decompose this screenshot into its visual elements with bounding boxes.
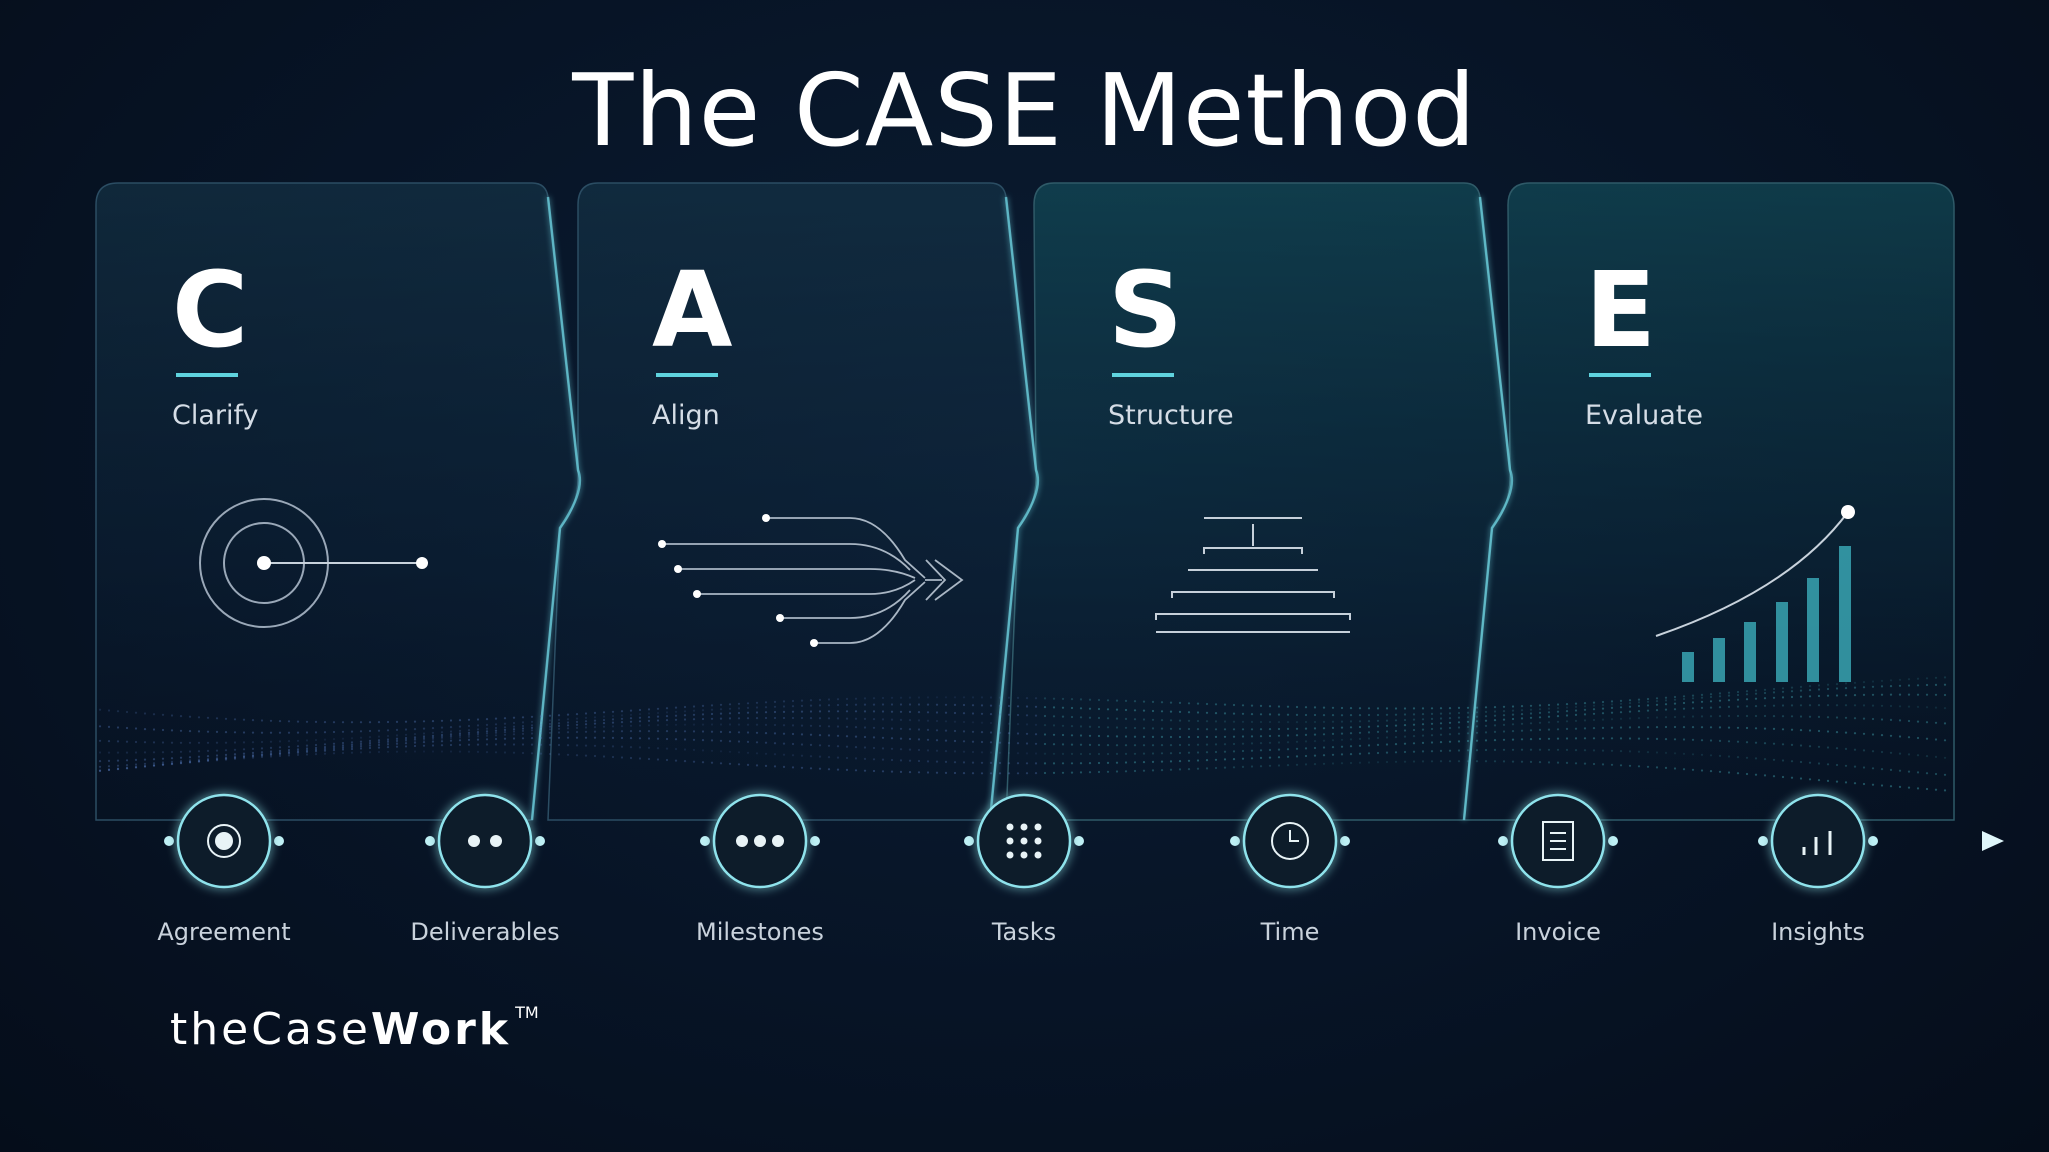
converging-lines-icon — [658, 514, 964, 647]
growth-bar — [1807, 578, 1819, 682]
grid-dots-icon — [1006, 823, 1042, 859]
target-dot-icon — [207, 824, 241, 858]
phase-letter: C — [172, 249, 248, 371]
phase-evaluate: E Evaluate — [1585, 249, 1703, 431]
timeline-label: Deliverables — [410, 918, 559, 946]
timeline-label: Insights — [1771, 918, 1865, 946]
page-title: The CASE Method — [572, 52, 1477, 169]
timeline-node-tasks: Tasks — [964, 793, 1084, 946]
bar-chart-icon — [1802, 831, 1832, 855]
growth-chart-icon — [1655, 505, 1855, 682]
timeline-node-deliverables: Deliverables — [410, 793, 560, 946]
phase-letter: E — [1585, 249, 1656, 371]
phase-structure: S Structure — [1108, 249, 1234, 431]
accent-underline — [1589, 373, 1651, 377]
growth-bar — [1682, 652, 1694, 682]
document-icon — [1542, 821, 1574, 861]
target-icon — [199, 498, 428, 628]
phase-clarify: C Clarify — [172, 249, 259, 431]
timeline-label: Milestones — [696, 918, 824, 946]
card-clarify — [95, 182, 579, 821]
phase-name: Clarify — [172, 400, 259, 431]
phase-cards — [95, 182, 1955, 821]
timeline: Agreement Deliverables Milestones Tasks Time… — [45, 793, 2004, 946]
card-evaluate — [1463, 182, 1955, 821]
phase-headers: C Clarify A Align S Structure E Evaluate — [172, 249, 1703, 431]
phase-letter: A — [652, 249, 733, 371]
two-dots-icon — [468, 835, 502, 847]
accent-underline — [1112, 373, 1174, 377]
phase-name: Structure — [1108, 400, 1234, 431]
accent-underline — [656, 373, 718, 377]
three-dots-icon — [736, 835, 784, 847]
phase-name: Align — [652, 400, 720, 431]
growth-bar — [1744, 622, 1756, 682]
growth-bar — [1839, 546, 1851, 682]
timeline-node-time: Time — [1230, 793, 1350, 946]
card-align — [547, 182, 1037, 821]
timeline-label: Invoice — [1515, 918, 1601, 946]
growth-bar — [1776, 602, 1788, 682]
hierarchy-icon — [1155, 517, 1351, 633]
card-structure — [1005, 182, 1511, 821]
phase-name: Evaluate — [1585, 400, 1703, 431]
wave-texture — [98, 676, 1947, 792]
timeline-node-invoice: Invoice — [1498, 793, 1618, 946]
timeline-node-milestones: Milestones — [696, 793, 824, 946]
phase-letter: S — [1108, 249, 1183, 371]
growth-bar — [1713, 638, 1725, 682]
arrow-head-icon — [1982, 831, 2004, 851]
phase-align: A Align — [652, 249, 733, 431]
timeline-node-insights: Insights — [1758, 793, 1878, 946]
timeline-node-agreement: Agreement — [157, 793, 291, 946]
timeline-label: Tasks — [991, 918, 1056, 946]
timeline-label: Agreement — [157, 918, 290, 946]
clock-icon — [1271, 822, 1309, 860]
timeline-label: Time — [1260, 918, 1320, 946]
accent-underline — [176, 373, 238, 377]
